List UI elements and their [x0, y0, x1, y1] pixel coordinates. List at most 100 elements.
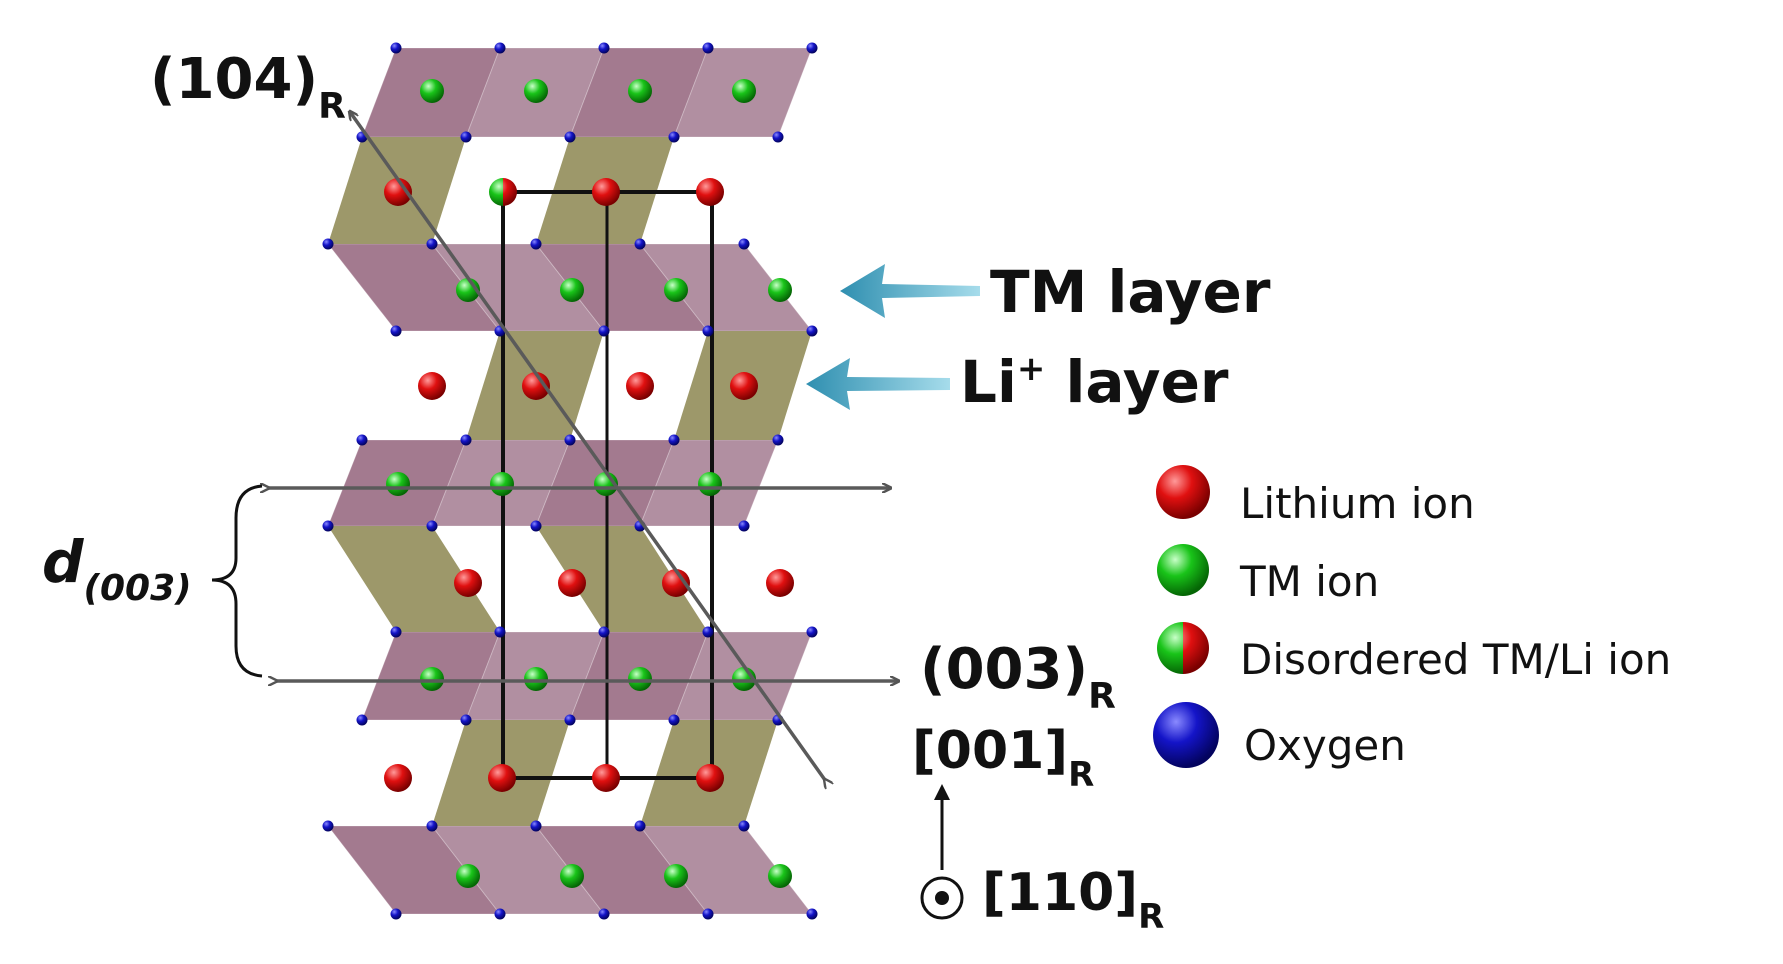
- plane-104-label: (104)R: [150, 47, 346, 127]
- oxygen-atom: [530, 238, 542, 250]
- oxygen-atom: [738, 820, 750, 832]
- oxygen-atom: [702, 325, 714, 337]
- oxygen-atom: [772, 131, 784, 143]
- tm-ion: [386, 472, 410, 496]
- oxygen-atom: [772, 434, 784, 446]
- oxygen-atom: [598, 42, 610, 54]
- lithium-ion: [454, 569, 482, 597]
- oxygen-atom: [564, 131, 576, 143]
- oxygen-atom: [668, 714, 680, 726]
- d003-brace: [211, 484, 263, 678]
- oxygen-atom: [460, 714, 472, 726]
- oxygen-atom: [702, 626, 714, 638]
- lithium-ion: [766, 569, 794, 597]
- oxygen-atom: [806, 42, 818, 54]
- oxygen-atom: [322, 520, 334, 532]
- oxygen-atom: [634, 820, 646, 832]
- tm-ion: [664, 278, 688, 302]
- plane-arrows: [268, 112, 898, 780]
- oxygen-atom: [668, 131, 680, 143]
- tm-ion: [524, 667, 548, 691]
- tm-layer-label: TM layer: [990, 258, 1271, 326]
- tm-ion: [628, 79, 652, 103]
- d003-label: d(003): [42, 528, 192, 609]
- legend-item-disordered: Disordered TM/Li ion: [1157, 622, 1671, 684]
- oxygen-atom: [356, 434, 368, 446]
- direction-001-arrowhead: [934, 784, 950, 800]
- plane-104-arrow: [350, 112, 825, 780]
- lithium-ion-swatch: [1156, 465, 1210, 519]
- plane-003-label: (003)R: [920, 637, 1116, 717]
- direction-110-symbol: [920, 876, 964, 920]
- oxygen-atom: [738, 238, 750, 250]
- oxygen-atom: [494, 42, 506, 54]
- tm-ion: [560, 278, 584, 302]
- legend-item-tm: TM ion: [1157, 544, 1379, 606]
- tm-ion: [420, 667, 444, 691]
- disordered-ion-swatch-green: [1157, 622, 1183, 674]
- lithium-ion: [488, 764, 516, 792]
- oxygen-atom: [530, 520, 542, 532]
- lithium-ion: [592, 764, 620, 792]
- lithium-ion: [558, 569, 586, 597]
- tm-ion: [768, 864, 792, 888]
- tm-ion: [524, 79, 548, 103]
- oxygen-atom: [702, 908, 714, 920]
- oxygen-atom: [702, 42, 714, 54]
- tm-ion: [628, 667, 652, 691]
- tm-ion: [456, 864, 480, 888]
- lithium-ion: [592, 178, 620, 206]
- oxygen-atom: [598, 626, 610, 638]
- oxygen-atom: [426, 520, 438, 532]
- oxygen-atom: [738, 520, 750, 532]
- legend: Lithium ion TM ion Disordered TM/Li ion …: [1153, 465, 1671, 770]
- legend-label-disordered: Disordered TM/Li ion: [1240, 635, 1671, 684]
- oxygen-atom: [426, 238, 438, 250]
- oxygen-atom: [530, 820, 542, 832]
- tm-ion-swatch: [1157, 544, 1209, 596]
- oxygen-atom: [426, 820, 438, 832]
- oxygen-atom: [806, 626, 818, 638]
- direction-001-label: [001]R: [912, 721, 1094, 795]
- lithium-ion: [384, 764, 412, 792]
- lithium-ion: [696, 178, 724, 206]
- disordered-ion-swatch-red: [1183, 622, 1209, 674]
- tm-layer-arrow: [840, 264, 980, 318]
- oxygen-atom: [598, 325, 610, 337]
- direction-110-label: [110]R: [982, 863, 1164, 937]
- legend-label-oxygen: Oxygen: [1244, 721, 1406, 770]
- oxygen-atom: [322, 238, 334, 250]
- li-layer-arrow: [806, 358, 950, 410]
- oxygen-atom: [494, 908, 506, 920]
- legend-item-lithium: Lithium ion: [1156, 465, 1475, 528]
- tm-ion: [732, 79, 756, 103]
- legend-item-oxygen: Oxygen: [1153, 702, 1406, 770]
- lithium-ion: [696, 764, 724, 792]
- oxygen-swatch: [1153, 702, 1219, 768]
- oxygen-atom: [598, 908, 610, 920]
- lithium-ion: [626, 372, 654, 400]
- legend-label-tm: TM ion: [1239, 557, 1379, 606]
- tm-ion: [664, 864, 688, 888]
- tm-ion: [560, 864, 584, 888]
- oxygen-atom: [390, 42, 402, 54]
- oxygen-atom: [356, 714, 368, 726]
- oxygen-atom: [390, 325, 402, 337]
- oxygen-atom: [806, 908, 818, 920]
- li-layer-label: Li+ layer: [960, 348, 1229, 416]
- oxygen-atom: [564, 434, 576, 446]
- legend-label-lithium: Lithium ion: [1240, 479, 1475, 528]
- oxygen-atom: [668, 434, 680, 446]
- oxygen-atom: [634, 238, 646, 250]
- tm-ion: [490, 472, 514, 496]
- tm-ion: [420, 79, 444, 103]
- oxygen-atom: [460, 131, 472, 143]
- tm-ion: [768, 278, 792, 302]
- lithium-ion: [730, 372, 758, 400]
- tm-ion: [698, 472, 722, 496]
- oxygen-atom: [806, 325, 818, 337]
- oxygen-atom: [494, 626, 506, 638]
- oxygen-atom: [322, 820, 334, 832]
- lithium-ion: [418, 372, 446, 400]
